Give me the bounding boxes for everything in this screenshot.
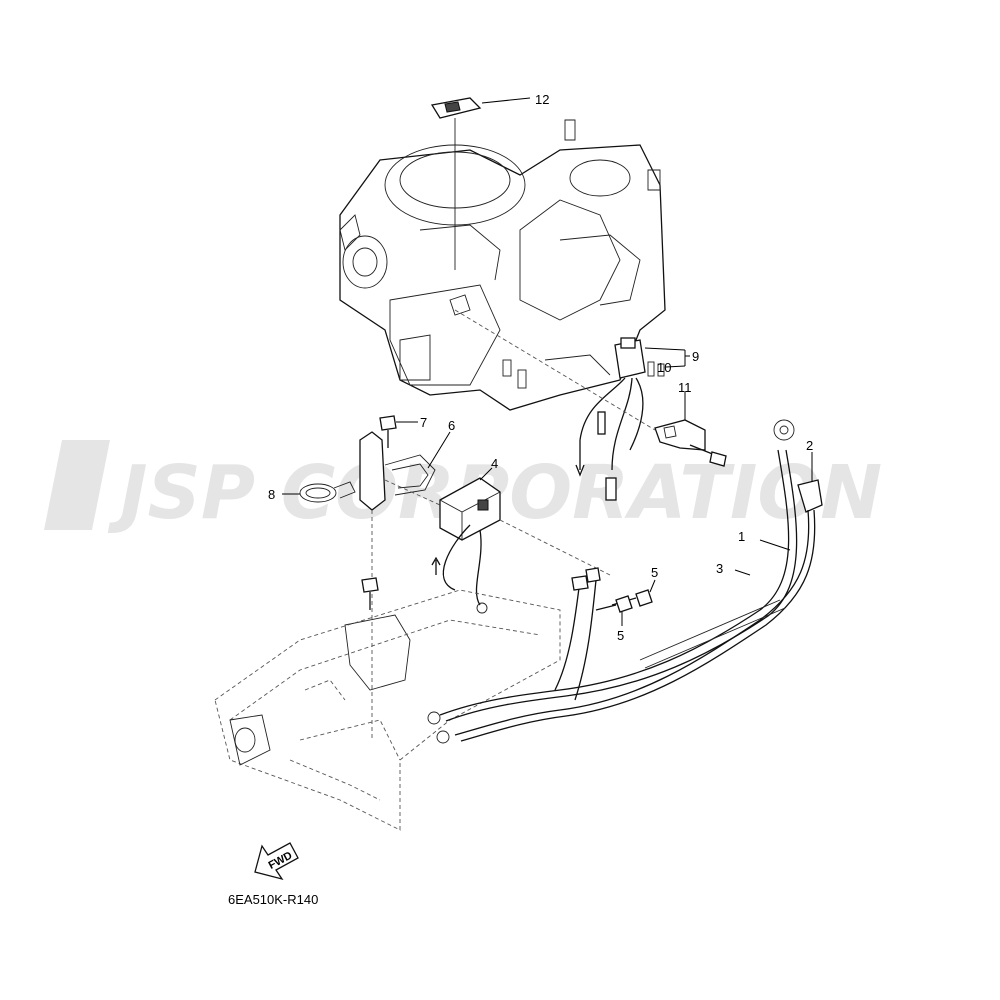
- callout-2: 2: [806, 438, 813, 453]
- engine-block: [339, 119, 666, 411]
- callout-8: 8: [268, 487, 275, 502]
- part-12-clip: [430, 97, 531, 270]
- callout-5-lower: 5: [617, 628, 624, 643]
- callout-6: 6: [448, 418, 455, 433]
- callout-4: 4: [491, 456, 498, 471]
- part-9-10-connector: [575, 337, 690, 501]
- callout-labels: 12 9 10 11 7 6 8 4 2 1 3 5 5: [268, 92, 813, 643]
- lower-mounting: [344, 510, 411, 740]
- fwd-arrow-icon: FWD: [254, 842, 299, 881]
- callout-7: 7: [420, 415, 427, 430]
- callout-1: 1: [738, 529, 745, 544]
- callout-12: 12: [535, 92, 549, 107]
- callout-11: 11: [678, 380, 692, 395]
- part-4-relay: [384, 467, 611, 614]
- callout-3: 3: [716, 561, 723, 576]
- part-11-bracket: [454, 309, 727, 467]
- part-6-bracket: [359, 431, 451, 511]
- callout-10: 10: [657, 360, 671, 375]
- part-7-bolt: [379, 415, 418, 448]
- callout-5-upper: 5: [651, 565, 658, 580]
- lower-cowling: [214, 589, 561, 831]
- part-1-2-3-cables: [427, 419, 823, 744]
- part-8-clamp: [282, 481, 356, 503]
- callout-9: 9: [692, 349, 699, 364]
- part-5-bolts: [595, 579, 656, 626]
- diagram-code: 6EA510K-R140: [228, 892, 318, 907]
